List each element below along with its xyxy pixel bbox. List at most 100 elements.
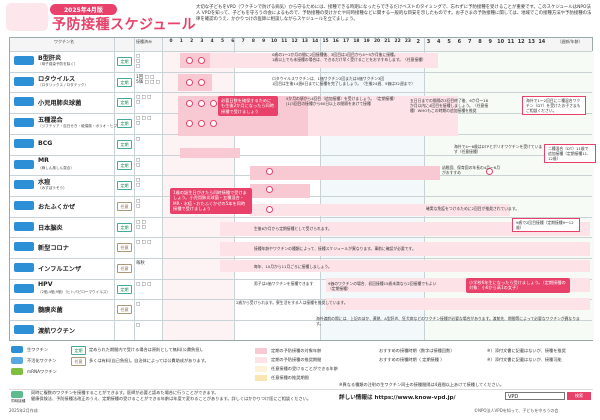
note-hb: 0歳の1～2か月の間に2回接種後、3回目は1回目から4～5か月後に接種。 1歳以… [272, 52, 426, 62]
dose-checkboxes[interactable]: □ □ □ [136, 54, 141, 69]
legend-l8: ※）添付文書に記載はないが、接種可能 [487, 357, 562, 362]
age-column-2: 2 [190, 39, 194, 44]
vaccine-type-icon [14, 76, 34, 86]
age-column-3: 3 [200, 39, 204, 44]
legend-live: 生ワクチン [27, 347, 48, 352]
grid-vline [424, 38, 425, 340]
vaccine-name: 水痘 [38, 179, 51, 187]
simultaneous-icon [11, 391, 23, 398]
age-column-13: 13 [301, 39, 308, 44]
age-column-17: 17 [343, 39, 350, 44]
inactive-vaccine-icon [11, 357, 23, 364]
legend-l3: 任意接種の受けることができる年齢 [271, 366, 338, 371]
grid-vline [134, 38, 135, 340]
legend-simultaneous: 同時接種 [11, 399, 26, 403]
legend-nini-text: 多くは有料(自己負担)。自治体によっては公費助成があります。 [89, 358, 209, 363]
dose-checkboxes[interactable]: □ □ □ [136, 281, 152, 287]
legend-mrna: mRNAワクチン [27, 369, 57, 374]
vaccine-type-icon [14, 325, 34, 335]
vaccine-row: MR（麻しん風しん混合）定期□ □ [10, 155, 162, 176]
vaccine-subtitle: （ジフテリア・百日せき・破傷風・ポリオ・ヒブ） [38, 124, 121, 129]
vaccine-type-icon [14, 263, 34, 272]
bar-covid [220, 242, 590, 256]
vaccine-type-icon [14, 304, 34, 314]
age-column-12: 12 [291, 39, 298, 44]
vaccine-name: おたふくかぜ [38, 203, 76, 211]
note-je: 生後6か月から定期接種として受けられます。 [254, 226, 332, 231]
dose-checkboxes[interactable]: □ □ [136, 198, 141, 209]
age-column-20: 20 [373, 39, 381, 44]
age-column-36: 14 [538, 39, 546, 45]
age-column-33: 11 [507, 39, 515, 45]
grid-hline [10, 237, 592, 239]
dose-checkboxes[interactable]: □ □ □ □ [136, 116, 152, 127]
dose-checkboxes[interactable]: □ [136, 323, 141, 329]
vaccine-category-tag: 任意 [117, 305, 132, 315]
vaccine-type-icon [14, 283, 34, 293]
legend-teiki-text: 定められた期間内で受ける場合は原則として無料(公費負担)。 [89, 347, 206, 352]
header-description: 大切な子どもをVPD（ワクチンで防げる病気）から守るためには、接種できる時期にな… [196, 5, 592, 23]
age-column-14: 14 [312, 39, 319, 44]
vaccine-category-tag: 任意 [117, 243, 132, 253]
live-vaccine-icon [11, 346, 23, 353]
age-column-21: 21 [384, 39, 391, 44]
dose-checkboxes[interactable]: □ [136, 136, 141, 142]
note-hpv-grade6: 小学校6年生になったら受けましょう。（定期接種の対象：小6から高1の女子） [466, 278, 570, 293]
vaccine-category-tag: 定期 [117, 119, 132, 129]
grid-hline [10, 216, 592, 218]
dose-checkboxes[interactable]: □ □ □ □ [136, 95, 152, 106]
grid-hline [10, 71, 592, 73]
vaccine-subtitle: （みずぼうそう） [38, 186, 67, 191]
vaccine-row: 髄膜炎菌任意□ [10, 299, 162, 320]
vaccine-type-icon [14, 159, 34, 169]
vaccine-type-icon [14, 200, 34, 210]
vaccine-type-icon [14, 242, 34, 252]
age-column-29: 7 [467, 39, 472, 45]
legend-l2: 定期の予防接種の推奨期間 [271, 357, 322, 362]
age-column-32: 10 [497, 39, 505, 45]
vaccine-row: インフルエンザ任意毎秋 [10, 258, 162, 279]
vaccine-name: 小児用肺炎球菌 [38, 100, 82, 108]
dose-checkboxes[interactable]: 毎秋 [136, 261, 145, 266]
dose-checkboxes[interactable]: □ □ [136, 178, 141, 189]
dose-checkboxes[interactable]: □ □ □ [136, 240, 152, 246]
grid-vline [114, 38, 115, 340]
bar-mr [250, 166, 440, 180]
vaccine-name: インフルエンザ [38, 266, 82, 273]
vaccine-category-tag: 定期 [117, 222, 132, 232]
vaccine-type-icon [14, 118, 34, 128]
dose-checkboxes[interactable]: □ □ [136, 157, 141, 168]
edition-badge: 2025年4月版 [50, 4, 117, 15]
info-link[interactable]: 詳しい情報は https://www.know-vpd.jp/ [339, 395, 456, 401]
footer: 同時接種 同時に複数のワクチンを接種することができます。医師が必要と認めた場合に… [9, 382, 593, 406]
age-column-9: 9 [262, 39, 266, 44]
bar-varicella [250, 184, 310, 198]
age-column-23: 23 [404, 39, 411, 44]
vaccine-row: 水痘（みずぼうそう） 定期 □ □ [10, 175, 162, 196]
vaccine-name: 五種混合 [38, 117, 63, 125]
grid-hline [10, 154, 592, 156]
legend-inactive: 不活化ワクチン [27, 358, 57, 363]
vaccine-name: 渡航ワクチン [38, 328, 76, 336]
vaccine-category-tag: 定期 [117, 181, 132, 191]
age-column-25: 3 [426, 39, 431, 45]
note-simultaneous: 必要日数を確保するためにも生後2か月になったら同時接種で受けましょう [218, 96, 278, 117]
grid-vline [320, 38, 321, 340]
footer-note-1: 同時に複数のワクチンを接種することができます。医師が必要と認めた場合に行うことが… [31, 390, 219, 395]
note-dt: 二種混合（DT）11歳で追加接種（定期接種11-12歳） [544, 144, 596, 163]
age-column-34: 12 [517, 39, 525, 45]
search-button[interactable]: 検索 [567, 392, 591, 400]
dose-checkboxes[interactable]: □ [136, 302, 141, 308]
vaccine-category-tag: 定期 [117, 77, 132, 87]
dose-checkboxes[interactable]: 1回 □ □ 5価 □ □ □ [136, 74, 160, 85]
search-input[interactable]: VPD [505, 392, 565, 400]
age-column-28: 6 [457, 39, 462, 45]
vaccine-subtitle: （ロタリックス / ロタテック） [38, 82, 89, 87]
note-five: 五日日までの間隔の3回目終了後、6か月～18か月以内に4回目を接種しましょう。（… [410, 98, 489, 113]
note-covid: 接種年齢やワクチンの種類によって、接種スケジュールが異なります。事前に確認が必要… [254, 246, 416, 251]
age-column-15: 15 [322, 39, 329, 44]
dose-checkboxes[interactable]: □ □ □ □ [136, 219, 146, 230]
note-dpt: 海外で1～2回目に二種混合ワクチン（DT）を受けたお子さまもご相談ください。 [522, 96, 586, 115]
